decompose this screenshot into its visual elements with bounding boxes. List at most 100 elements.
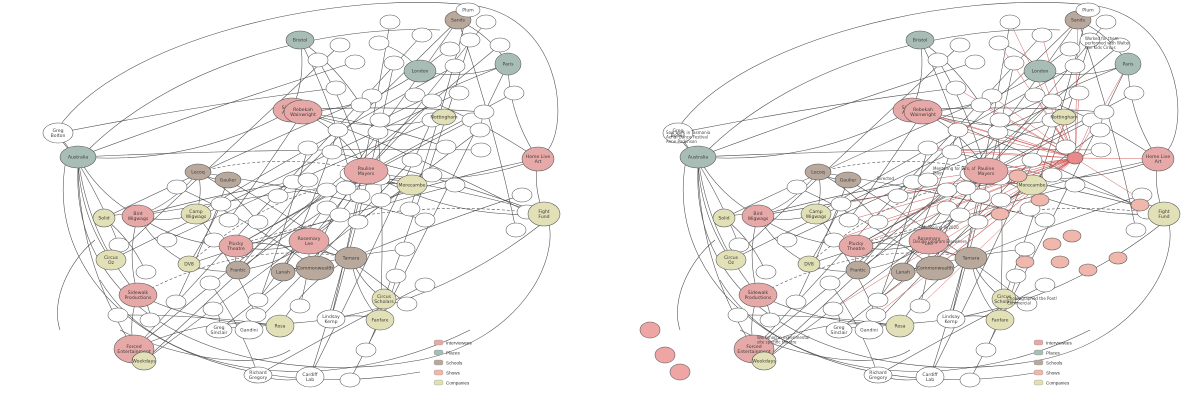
- person-node[interactable]: [945, 80, 967, 96]
- node-frantic[interactable]: Frantic: [225, 260, 251, 280]
- person-node[interactable]: [947, 122, 969, 138]
- node-tamara[interactable]: Tamara: [334, 246, 368, 270]
- person-node[interactable]: [1059, 41, 1081, 57]
- person-node[interactable]: [414, 277, 436, 293]
- person-node[interactable]: [379, 14, 401, 30]
- person-node[interactable]: [139, 312, 161, 328]
- highlight-node[interactable]: [639, 321, 661, 339]
- node-lanah[interactable]: Lanah: [890, 262, 916, 282]
- person-node[interactable]: [401, 152, 423, 168]
- node-rosa[interactable]: Rosa: [265, 314, 295, 338]
- person-node[interactable]: [1021, 152, 1043, 168]
- node-weekdays[interactable]: Weekdays: [131, 351, 156, 371]
- person-node[interactable]: [316, 182, 338, 198]
- person-node[interactable]: [199, 275, 221, 291]
- hub-node[interactable]: [1066, 151, 1084, 165]
- person-node[interactable]: [1123, 85, 1145, 101]
- person-node[interactable]: [949, 37, 971, 53]
- person-node[interactable]: [1014, 241, 1036, 257]
- person-node[interactable]: [297, 140, 319, 156]
- person-node[interactable]: [955, 180, 977, 196]
- show-node[interactable]: [1078, 263, 1098, 277]
- person-node[interactable]: [421, 167, 443, 183]
- node-fanfare[interactable]: Fanfare: [365, 309, 395, 331]
- node-plum[interactable]: Plum: [1075, 2, 1101, 18]
- person-node[interactable]: [329, 37, 351, 53]
- person-node[interactable]: [511, 187, 533, 203]
- node-bristol[interactable]: Bristol: [285, 30, 315, 50]
- node-dv8[interactable]: DV8: [797, 255, 821, 273]
- person-node[interactable]: [394, 241, 416, 257]
- show-node[interactable]: [1015, 255, 1035, 269]
- person-node[interactable]: [967, 214, 989, 230]
- person-node[interactable]: [369, 112, 391, 128]
- person-node[interactable]: [470, 142, 492, 158]
- person-node[interactable]: [1041, 167, 1063, 183]
- person-node[interactable]: [289, 298, 311, 314]
- highlight-node[interactable]: [654, 346, 676, 364]
- person-node[interactable]: [1005, 268, 1027, 284]
- person-node[interactable]: [867, 292, 889, 308]
- person-node[interactable]: [297, 172, 319, 188]
- person-node[interactable]: [411, 27, 433, 43]
- person-node[interactable]: [165, 294, 187, 310]
- person-node[interactable]: [1055, 139, 1077, 155]
- person-node[interactable]: [448, 85, 470, 101]
- person-node[interactable]: [975, 342, 997, 358]
- node-paris[interactable]: Paris: [1114, 52, 1142, 76]
- person-node[interactable]: [727, 307, 749, 323]
- node-lecoq[interactable]: Lecoq: [804, 163, 832, 181]
- show-node[interactable]: [1042, 237, 1062, 251]
- person-node[interactable]: [990, 192, 1012, 208]
- person-node[interactable]: [865, 307, 887, 323]
- person-node[interactable]: [307, 52, 329, 68]
- person-node[interactable]: [439, 41, 461, 57]
- person-node[interactable]: [819, 275, 841, 291]
- node-solid[interactable]: Solid: [712, 208, 736, 228]
- person-node[interactable]: [247, 292, 269, 308]
- node-frantic[interactable]: Frantic: [845, 260, 871, 280]
- person-node[interactable]: [404, 87, 426, 103]
- person-node[interactable]: [156, 232, 178, 248]
- node-weekdays[interactable]: Weekdays: [751, 351, 776, 371]
- show-node[interactable]: [1130, 198, 1150, 212]
- person-node[interactable]: [414, 212, 436, 228]
- person-node[interactable]: [355, 342, 377, 358]
- person-node[interactable]: [964, 54, 986, 70]
- person-node[interactable]: [969, 188, 991, 204]
- node-australia[interactable]: Australia: [59, 145, 97, 169]
- node-solid[interactable]: Solid: [92, 208, 116, 228]
- person-node[interactable]: [335, 180, 357, 196]
- node-london[interactable]: London: [403, 59, 437, 83]
- person-node[interactable]: [350, 97, 372, 113]
- person-node[interactable]: [327, 122, 349, 138]
- person-node[interactable]: [867, 214, 889, 230]
- person-node[interactable]: [339, 372, 361, 388]
- node-dv8[interactable]: DV8: [177, 255, 201, 273]
- person-node[interactable]: [1089, 122, 1111, 138]
- person-node[interactable]: [785, 294, 807, 310]
- person-node[interactable]: [383, 55, 405, 71]
- person-node[interactable]: [936, 182, 958, 198]
- node-commonwealth[interactable]: Commonwealth: [295, 255, 335, 281]
- node-morecambe[interactable]: Morecambe: [396, 174, 428, 196]
